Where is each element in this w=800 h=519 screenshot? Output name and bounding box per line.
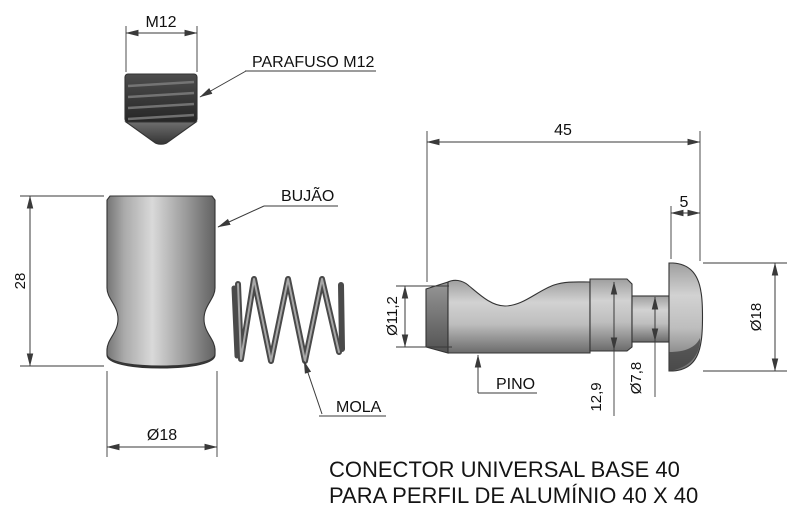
screw-thread-dimension: M12 bbox=[125, 14, 198, 72]
leader-line bbox=[217, 205, 265, 228]
pin-collar-dimension: 12,9 bbox=[588, 281, 618, 416]
leader-line bbox=[199, 70, 247, 98]
pin-head bbox=[668, 262, 704, 372]
pin-head-diameter-dim-text: Ø18 bbox=[748, 303, 765, 331]
pin-length-dim-text: 45 bbox=[554, 122, 572, 139]
pin-head-diameter-dimension: Ø18 bbox=[703, 262, 787, 372]
plug-height-dim-text: 28 bbox=[12, 273, 29, 290]
pin-head-width-dimension: 5 bbox=[670, 194, 701, 259]
pin-callout: PINO bbox=[474, 354, 537, 394]
thread-line bbox=[127, 102, 195, 110]
pin-neck bbox=[631, 295, 670, 343]
pin-body-diameter-dimension: Ø11,2 bbox=[384, 285, 452, 348]
title-line-2: PARA PERFIL DE ALUMÍNIO 40 X 40 bbox=[329, 483, 698, 508]
spring-end-coil-left bbox=[231, 285, 240, 359]
plug-label: BUJÃO bbox=[281, 185, 334, 205]
pin-neck-diameter-dimension: Ø7,8 bbox=[628, 296, 659, 397]
pin-nose-chamfer bbox=[425, 281, 449, 354]
pin-length-dimension: 45 bbox=[426, 122, 701, 282]
spring-drawing: MOLA bbox=[231, 276, 386, 417]
screw-thread-dim-text: M12 bbox=[145, 14, 176, 31]
plug-drawing: 28 Ø18 BUJÃO bbox=[12, 185, 338, 457]
screw-thread-lines bbox=[127, 80, 195, 121]
plug-diameter-dimension: Ø18 bbox=[106, 371, 218, 457]
pin-body bbox=[447, 279, 591, 354]
thread-line bbox=[127, 113, 195, 121]
spring-end-coil-right bbox=[338, 282, 345, 352]
spring-label: MOLA bbox=[336, 399, 382, 416]
pin-head-underside bbox=[669, 338, 701, 371]
plug-body bbox=[106, 195, 216, 367]
title-line-1: CONECTOR UNIVERSAL BASE 40 bbox=[329, 457, 680, 482]
plug-diameter-dim-text: Ø18 bbox=[147, 427, 177, 444]
pin-collar-dim-text: 12,9 bbox=[588, 382, 605, 411]
screw-tip-cone bbox=[124, 121, 198, 145]
spring-callout: MOLA bbox=[303, 360, 386, 417]
pin-body-diameter-dim-text: Ø11,2 bbox=[384, 296, 401, 336]
thread-line bbox=[127, 91, 195, 99]
screw-label: PARAFUSO M12 bbox=[252, 54, 375, 71]
screw-drawing: M12 PARAFUSO M12 bbox=[124, 14, 376, 145]
plug-height-dimension: 28 bbox=[12, 195, 104, 367]
leader-line bbox=[303, 360, 323, 415]
pin-drawing: 45 5 Ø11,2 12,9 Ø7,8 bbox=[384, 122, 787, 416]
pin-head-width-dim-text: 5 bbox=[680, 194, 689, 211]
plug-callout: BUJÃO bbox=[217, 185, 338, 228]
pin-label: PINO bbox=[496, 376, 535, 393]
pin-collar bbox=[589, 278, 633, 352]
drawing-title: CONECTOR UNIVERSAL BASE 40 PARA PERFIL D… bbox=[329, 457, 698, 508]
thread-line bbox=[127, 80, 195, 88]
pin-neck-diameter-dim-text: Ø7,8 bbox=[628, 362, 645, 395]
screw-callout: PARAFUSO M12 bbox=[199, 54, 376, 98]
spring-coil-highlight bbox=[237, 278, 340, 362]
